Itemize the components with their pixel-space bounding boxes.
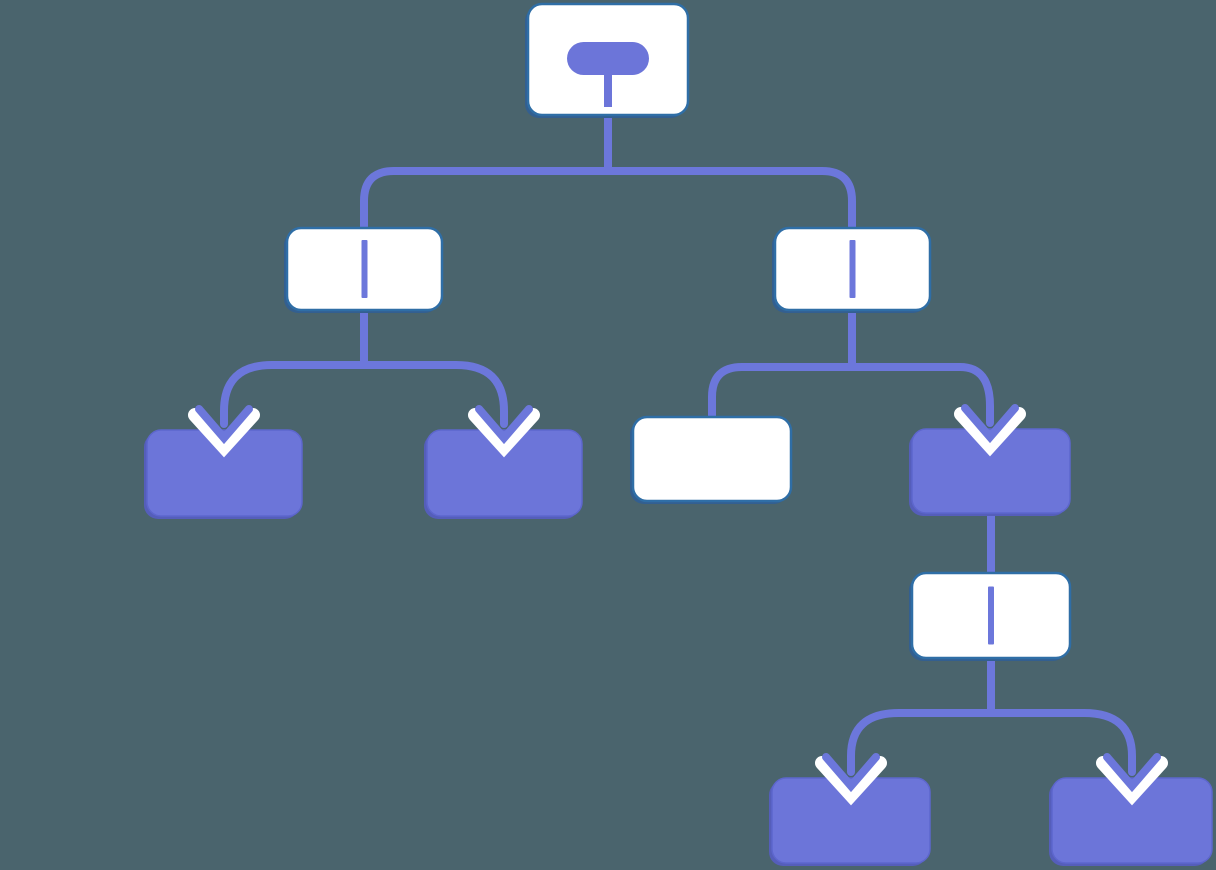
cursor-line-icon <box>849 240 856 298</box>
edge-root-split <box>360 167 856 232</box>
drop-arrow-icon <box>188 405 260 458</box>
arrows-layer <box>188 404 1168 806</box>
node-mid-1[interactable] <box>909 428 1071 516</box>
chevron-purple <box>475 405 533 445</box>
edge-bottom-split <box>847 709 1136 776</box>
node-leaf-3[interactable] <box>630 415 793 504</box>
edge-left-split <box>220 361 508 428</box>
chevron-purple <box>961 404 1019 444</box>
node-root[interactable] <box>525 2 690 118</box>
node-body <box>426 429 583 517</box>
drop-arrow-icon <box>815 753 887 806</box>
edge-right-to-leaf3 <box>708 363 856 421</box>
edges-layer <box>220 111 1136 776</box>
edge-right-to-mid1 <box>848 363 994 427</box>
chevron-white <box>188 408 260 458</box>
nodes-layer <box>144 2 1213 866</box>
node-leaf-5[interactable] <box>1049 777 1213 866</box>
chevron-white <box>954 407 1026 457</box>
node-leaf-2[interactable] <box>424 429 583 519</box>
drop-arrow-icon <box>954 404 1026 457</box>
cursor-line-icon <box>361 240 368 298</box>
node-branch-left[interactable] <box>284 226 444 313</box>
node-body <box>911 428 1071 514</box>
chevron-purple <box>822 753 880 793</box>
node-leaf-4[interactable] <box>769 777 931 866</box>
chevron-white <box>1096 756 1168 806</box>
chevron-purple <box>195 405 253 445</box>
root-pill-icon <box>567 42 649 107</box>
node-body <box>1051 777 1213 864</box>
node-body <box>631 415 793 503</box>
node-mid-2[interactable] <box>909 571 1072 661</box>
chevron-purple <box>1103 753 1161 793</box>
node-leaf-1[interactable] <box>144 429 303 519</box>
chevron-white <box>815 756 887 806</box>
cursor-line-icon <box>988 586 994 645</box>
drop-arrow-icon <box>468 405 540 458</box>
node-body <box>146 429 303 517</box>
node-body <box>771 777 931 864</box>
node-branch-right[interactable] <box>772 226 932 313</box>
drop-arrow-icon <box>1096 753 1168 806</box>
chevron-white <box>468 408 540 458</box>
